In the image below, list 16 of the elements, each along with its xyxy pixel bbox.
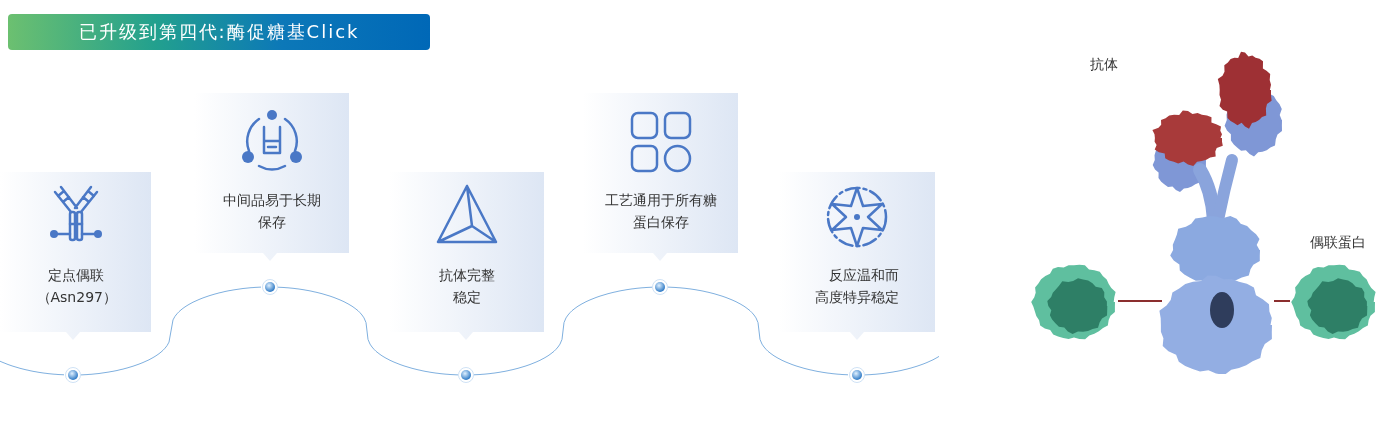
card-text: 反应温和而高度特异稳定 bbox=[814, 266, 900, 307]
connector-line bbox=[1117, 300, 1163, 302]
card-text: 定点偶联（Asn297） bbox=[36, 266, 115, 307]
wave-line bbox=[473, 286, 653, 376]
wave-line bbox=[0, 360, 65, 376]
connector-line bbox=[1273, 300, 1291, 302]
antibody-label: 抗体 bbox=[1090, 56, 1118, 74]
wave-line bbox=[277, 286, 459, 376]
wave-line bbox=[667, 286, 849, 376]
card-text: 抗体完整稳定 bbox=[437, 266, 496, 307]
card-text: 工艺通用于所有糖蛋白保存 bbox=[603, 191, 718, 232]
protein-label: 偶联蛋白 bbox=[1310, 234, 1366, 252]
wave-line bbox=[80, 286, 262, 376]
card-text: 中间品易于长期保存 bbox=[221, 191, 322, 232]
wave-line bbox=[864, 355, 940, 376]
title-banner: 已升级到第四代:酶促糖基Click bbox=[8, 14, 430, 50]
